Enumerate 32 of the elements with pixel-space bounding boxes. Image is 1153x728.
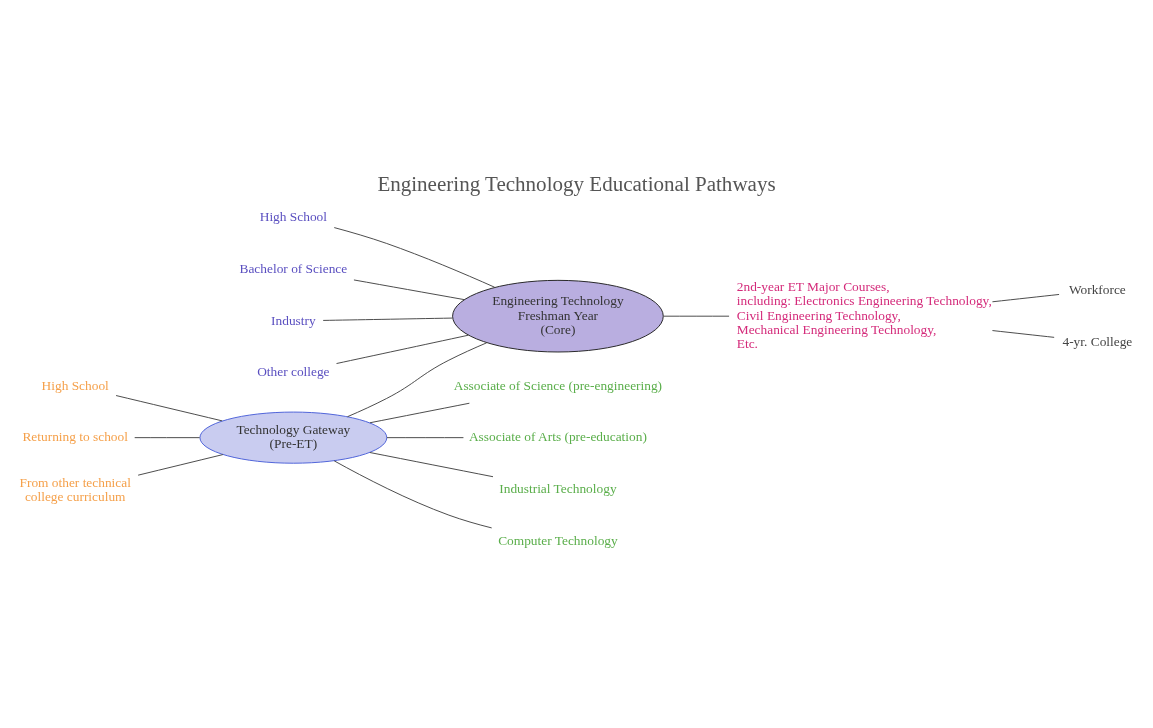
node-text: 2nd-year ET Major Courses, including: Electronics Engineering Technology, Civil Engineering Technology, Mechanical Engineering Technology, Etc.	[736, 279, 992, 352]
node-text: High School	[41, 377, 109, 393]
node-text: Industry	[271, 312, 316, 328]
connector	[369, 452, 494, 478]
connector	[322, 317, 453, 321]
node-text: Associate of Arts (pre-education)	[468, 429, 647, 445]
node-ellipse: Technology Gateway (Pre-ET)	[199, 411, 388, 464]
connector	[369, 402, 470, 424]
connector	[137, 454, 224, 476]
connector	[115, 395, 223, 422]
connector	[336, 334, 469, 365]
diagram-title: Engineering Technology Educational Pathways	[377, 171, 776, 196]
node-text: Computer Technology	[498, 532, 618, 548]
node-text: From other technical college curriculum	[19, 474, 131, 504]
node-text: 4-yr. College	[1062, 333, 1133, 349]
connector	[347, 342, 488, 418]
node-text: Other college	[257, 364, 330, 380]
node-text: Workforce	[1068, 281, 1126, 297]
node-text: Industrial Technology	[499, 480, 617, 496]
connector	[991, 330, 1055, 338]
connector	[386, 437, 464, 439]
node-ellipse: Engineering Technology Freshman Year (Core)	[452, 279, 664, 353]
connector	[134, 437, 201, 439]
node-text: Associate of Science (pre-engineering)	[453, 377, 663, 393]
connector	[991, 293, 1060, 303]
connector	[353, 279, 465, 301]
node-text: Bachelor of Science	[239, 260, 348, 276]
connector	[333, 460, 493, 529]
connector	[333, 227, 496, 288]
node-text: Returning to school	[22, 429, 128, 445]
connector	[663, 315, 730, 317]
node-text: High School	[259, 209, 327, 225]
